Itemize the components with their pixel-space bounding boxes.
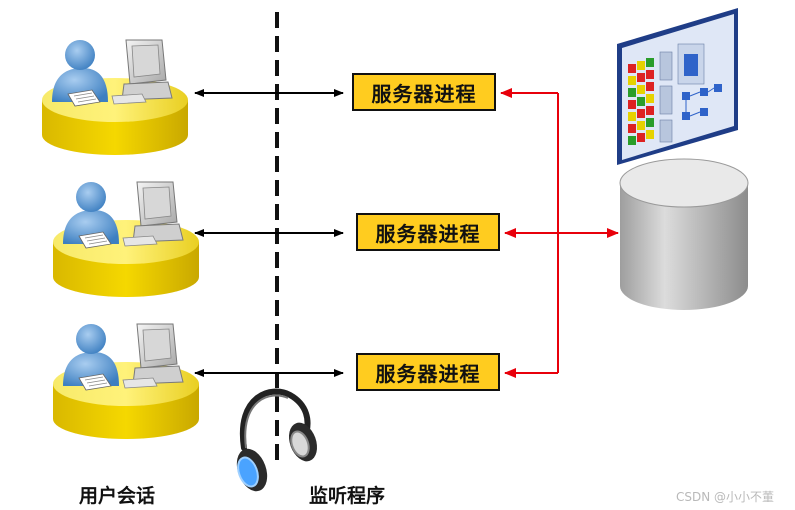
server-process-box: 服务器进程 [352, 73, 496, 111]
user-workstation-icon [52, 181, 200, 298]
headphones-icon [236, 388, 318, 492]
user-workstation-icon [52, 323, 200, 440]
user-workstation-icon [41, 39, 189, 156]
server-process-box: 服务器进程 [356, 213, 500, 251]
user-sessions-caption: 用户会话 [79, 485, 156, 507]
server-process-box: 服务器进程 [356, 353, 500, 391]
database-disk-icon [619, 158, 749, 310]
watermark: CSDN @小小不董 [676, 490, 775, 504]
red-connector [500, 88, 619, 378]
listener-caption: 监听程序 [309, 485, 386, 507]
server-dashboard-icon [617, 8, 738, 165]
